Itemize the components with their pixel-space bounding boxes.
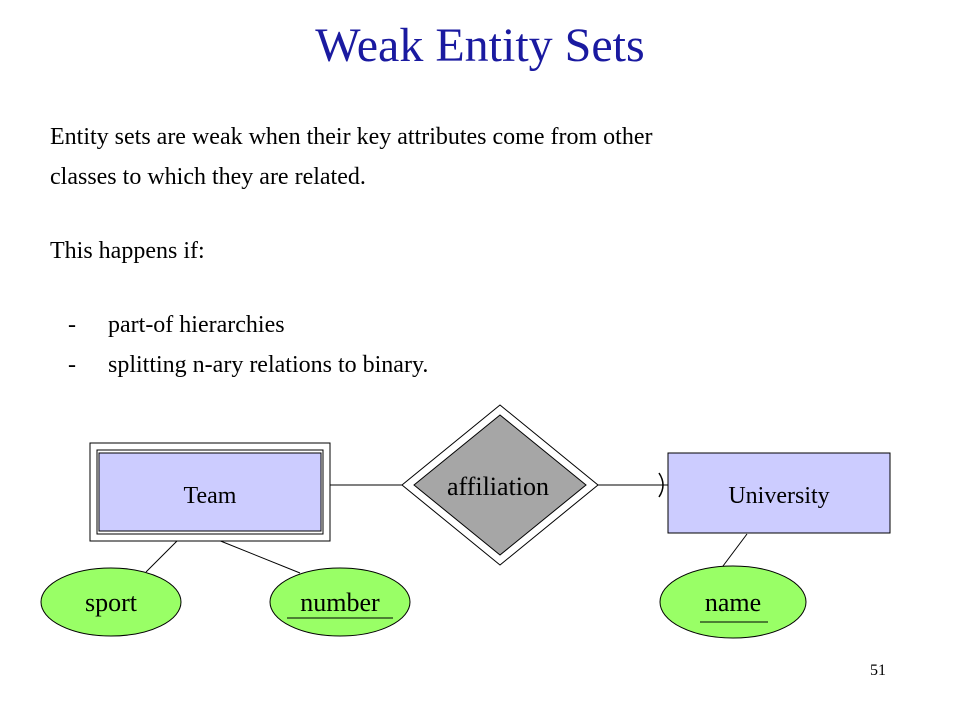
intro-text-line-2: classes to which they are related. [50, 164, 366, 190]
team-entity [98, 452, 322, 532]
university-entity [667, 452, 891, 534]
name-attribute [659, 565, 807, 639]
bullet-item: - splitting n-ary relations to binary. [68, 352, 428, 379]
affiliation-label: affiliation [447, 472, 549, 501]
name-label: name [705, 588, 761, 617]
affiliation-relationship [413, 414, 587, 556]
bullet-text: part-of hierarchies [108, 312, 285, 338]
number-label: number [300, 588, 380, 617]
bullet-item: - part-of hierarchies [68, 312, 285, 339]
bullet-text: splitting n-ary relations to binary. [108, 352, 429, 378]
bullet-marker: - [68, 352, 76, 378]
university-label: University [728, 483, 829, 509]
page-number: 51 [870, 662, 886, 679]
bullet-marker: - [68, 312, 76, 338]
number-attribute [269, 567, 411, 637]
name-connector [719, 533, 748, 571]
slide-title: Weak Entity Sets [315, 19, 645, 72]
happens-text: This happens if: [50, 238, 205, 264]
sport-label: sport [85, 588, 138, 617]
rounded-arrow-icon [658, 472, 664, 498]
sport-attribute [40, 567, 182, 637]
team-entity-middle-border [96, 449, 324, 535]
number-connector [217, 539, 301, 574]
sport-connector [145, 539, 179, 573]
team-label: Team [184, 483, 237, 509]
intro-text-line-1: Entity sets are weak when their key attr… [50, 124, 653, 150]
